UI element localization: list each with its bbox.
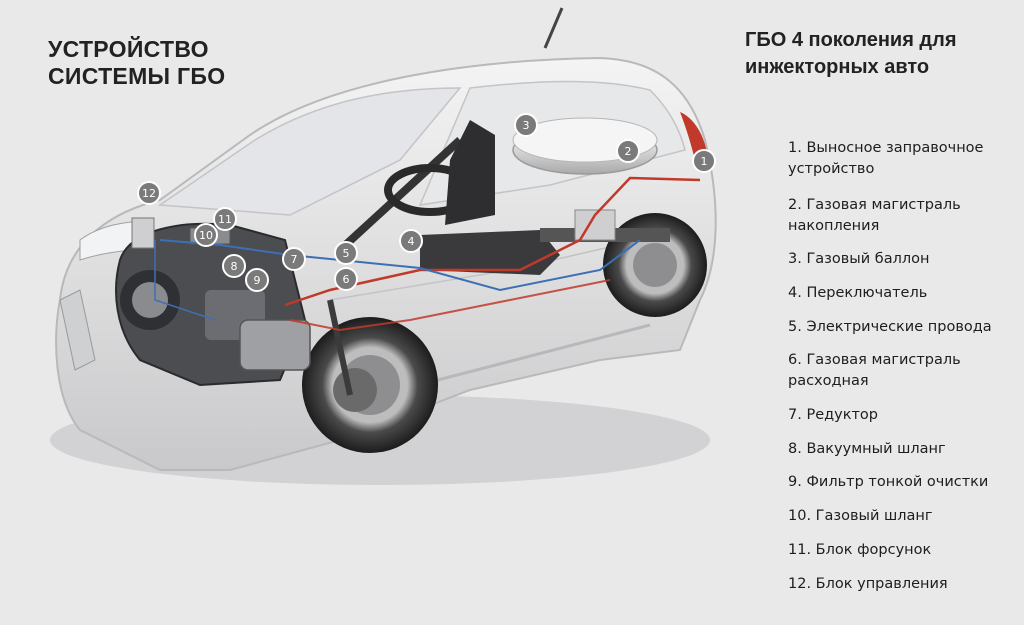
callout-11-label: 11	[218, 213, 232, 226]
front-grille	[59, 289, 96, 371]
windshield	[157, 87, 462, 216]
petrol-tank	[420, 230, 560, 275]
car-diagram-svg: 1 2 3 4 5 6 7 8	[50, 7, 717, 485]
legend-item-7: 7. Редуктор	[788, 407, 878, 423]
front-strut	[327, 299, 353, 396]
callout-6-label: 6	[343, 273, 350, 286]
legend-item-12: 12. Блок управления	[788, 576, 948, 592]
callout-8: 8	[222, 254, 246, 278]
callout-10-label: 10	[199, 229, 213, 242]
callout-10: 10	[194, 223, 218, 247]
steering-column	[337, 137, 463, 253]
callout-12: 12	[137, 181, 161, 205]
legend-item-1: 1. Выносное заправочное устройство	[788, 140, 984, 177]
callout-2: 2	[616, 139, 640, 163]
car-illustration: 1 2 3 4 5 6 7 8	[40, 0, 730, 500]
callout-7: 7	[282, 247, 306, 271]
callout-11: 11	[213, 207, 237, 231]
electric-wire	[159, 239, 641, 292]
callout-5-label: 5	[343, 247, 350, 260]
callout-5: 5	[334, 241, 358, 265]
legend-item-10: 10. Газовый шланг	[788, 508, 933, 524]
callout-4-label: 4	[408, 235, 415, 248]
callout-7-label: 7	[291, 253, 298, 266]
page-title: УСТРОЙСТВО СИСТЕМЫ ГБО	[48, 36, 226, 89]
control-unit	[131, 217, 155, 249]
legend-item-8: 8. Вакуумный шланг	[788, 441, 946, 457]
legend-item-2: 2. Газовая магистраль накопления	[788, 197, 961, 234]
legend-item-9: 9. Фильтр тонкой очистки	[788, 474, 989, 490]
callout-8-label: 8	[231, 260, 238, 273]
gearbox	[239, 319, 311, 371]
callout-9: 9	[245, 268, 269, 292]
legend-item-4: 4. Переключатель	[788, 285, 928, 301]
gas-line-consumption	[289, 279, 611, 332]
callout-4: 4	[399, 229, 423, 253]
callout-1: 1	[692, 149, 716, 173]
antenna	[543, 7, 564, 49]
seat	[445, 120, 495, 225]
callout-12-label: 12	[142, 187, 156, 200]
legend-item-11: 11. Блок форсунок	[788, 542, 932, 558]
legend-item-3: 3. Газовый баллон	[788, 251, 930, 267]
callout-3: 3	[514, 113, 538, 137]
legend-item-5: 5. Электрические провода	[788, 319, 992, 335]
legend-item-6: 6. Газовая магистраль расходная	[788, 352, 961, 389]
callout-1-label: 1	[701, 155, 708, 168]
callout-3-label: 3	[523, 119, 530, 132]
callout-6: 6	[334, 267, 358, 291]
callout-2-label: 2	[625, 145, 632, 158]
page-subtitle: ГБО 4 поколения для инжекторных авто	[745, 29, 957, 78]
callout-9-label: 9	[254, 274, 261, 287]
